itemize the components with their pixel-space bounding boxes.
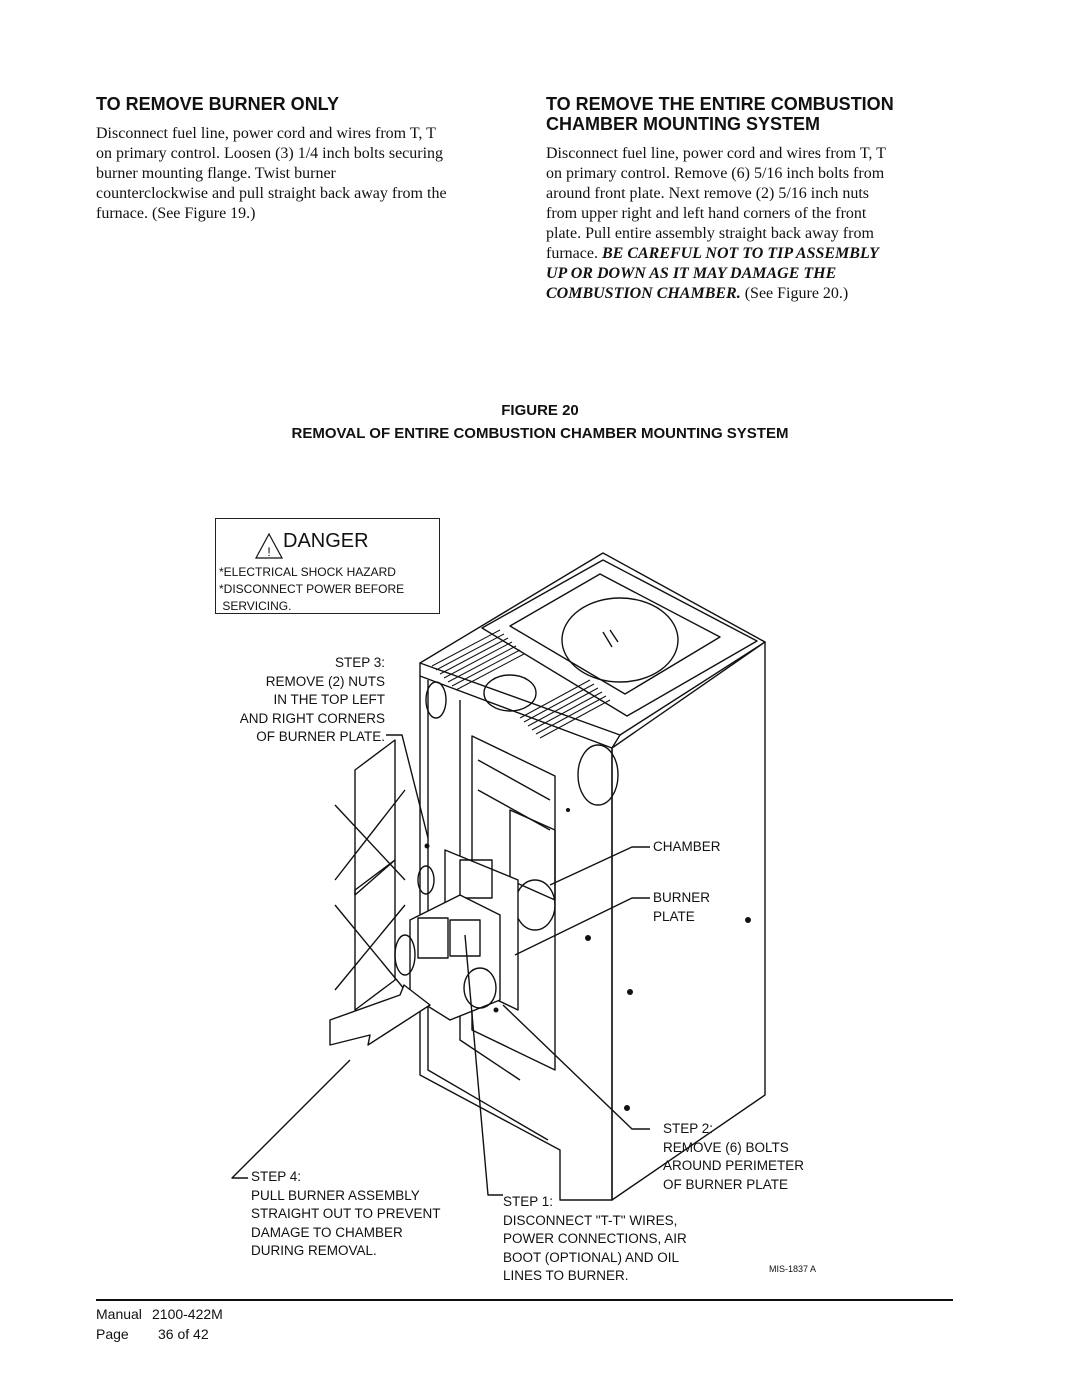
- step4-leader: [231, 1059, 351, 1179]
- right-paragraph: Disconnect fuel line, power cord and wir…: [546, 144, 966, 304]
- right-heading-line: TO REMOVE THE ENTIRE COMBUSTION: [546, 94, 894, 114]
- manual-number: 2100-422M: [152, 1306, 223, 1322]
- step1-label: STEP 1: DISCONNECT "T-T" WIRES, POWER CO…: [503, 1194, 687, 1283]
- right-line: Disconnect fuel line, power cord and wir…: [546, 145, 886, 162]
- left-line: counterclockwise and pull straight back …: [96, 185, 447, 202]
- step1-leader: [464, 934, 503, 1196]
- bolt-marks: [424, 808, 751, 1111]
- page-number: 36 of 42: [158, 1326, 209, 1342]
- right-line: from upper right and left hand corners o…: [546, 205, 867, 222]
- left-line: burner mounting flange. Twist burner: [96, 165, 336, 182]
- chamber-leader: [549, 846, 650, 886]
- right-heading: TO REMOVE THE ENTIRE COMBUSTION CHAMBER …: [546, 94, 894, 134]
- left-line: furnace. (See Figure 19.): [96, 205, 256, 222]
- step3-label: STEP 3: REMOVE (2) NUTS IN THE TOP LEFT …: [239, 655, 385, 744]
- figure-number: FIGURE 20: [501, 402, 579, 419]
- footer-rule: [96, 1299, 953, 1301]
- warning-glyph: !: [267, 545, 270, 559]
- line-prefix: furnace.: [546, 245, 602, 262]
- left-heading: TO REMOVE BURNER ONLY: [96, 94, 340, 114]
- danger-box: ! DANGER *ELECTRICAL SHOCK HAZARD *DISCO…: [215, 518, 440, 614]
- right-line: COMBUSTION CHAMBER. (See Figure 20.): [546, 284, 966, 304]
- step4-label: STEP 4: PULL BURNER ASSEMBLY STRAIGHT OU…: [251, 1169, 441, 1258]
- figure-caption: REMOVAL OF ENTIRE COMBUSTION CHAMBER MOU…: [291, 425, 789, 442]
- left-line: Disconnect fuel line, power cord and wir…: [96, 125, 436, 142]
- see-figure: (See Figure 20.): [740, 285, 849, 302]
- right-line: plate. Pull entire assembly straight bac…: [546, 225, 874, 242]
- right-heading-line: CHAMBER MOUNTING SYSTEM: [546, 114, 820, 134]
- drawing-id: MIS-1837 A: [769, 1264, 817, 1274]
- step2-label: STEP 2: REMOVE (6) BOLTS AROUND PERIMETE…: [663, 1121, 805, 1192]
- left-line: on primary control. Loosen (3) 1/4 inch …: [96, 145, 444, 162]
- right-line: around front plate. Next remove (2) 5/16…: [546, 185, 870, 202]
- burner-plate-leader: [514, 897, 650, 956]
- right-line: on primary control. Remove (6) 5/16 inch…: [546, 165, 885, 182]
- left-paragraph: Disconnect fuel line, power cord and wir…: [96, 124, 516, 224]
- danger-title: DANGER: [283, 530, 369, 552]
- manual-label: Manual: [96, 1306, 142, 1322]
- warning-text: UP OR DOWN AS IT MAY DAMAGE THE: [546, 265, 837, 282]
- fan-opening: [561, 597, 679, 683]
- chamber-label: CHAMBER: [653, 839, 721, 854]
- side-opening: [577, 744, 619, 806]
- warning-triangle-icon: !: [254, 532, 284, 559]
- right-line: UP OR DOWN AS IT MAY DAMAGE THE: [546, 264, 966, 284]
- warning-text: COMBUSTION CHAMBER.: [546, 285, 741, 302]
- right-line: furnace. BE CAREFUL NOT TO TIP ASSEMBLY: [546, 244, 966, 264]
- warning-text: BE CAREFUL NOT TO TIP ASSEMBLY: [601, 245, 879, 262]
- burner-plate-label: BURNER PLATE: [653, 890, 711, 924]
- footer: Manual 2100-422M Page 36 of 42: [96, 1304, 223, 1344]
- flue-opening: [483, 674, 537, 712]
- danger-lines: *ELECTRICAL SHOCK HAZARD *DISCONNECT POW…: [219, 565, 405, 613]
- page-label: Page: [96, 1326, 129, 1342]
- step2-leader: [502, 1004, 650, 1130]
- pull-direction-arrow: [329, 984, 431, 1046]
- step3-leader: [386, 734, 429, 839]
